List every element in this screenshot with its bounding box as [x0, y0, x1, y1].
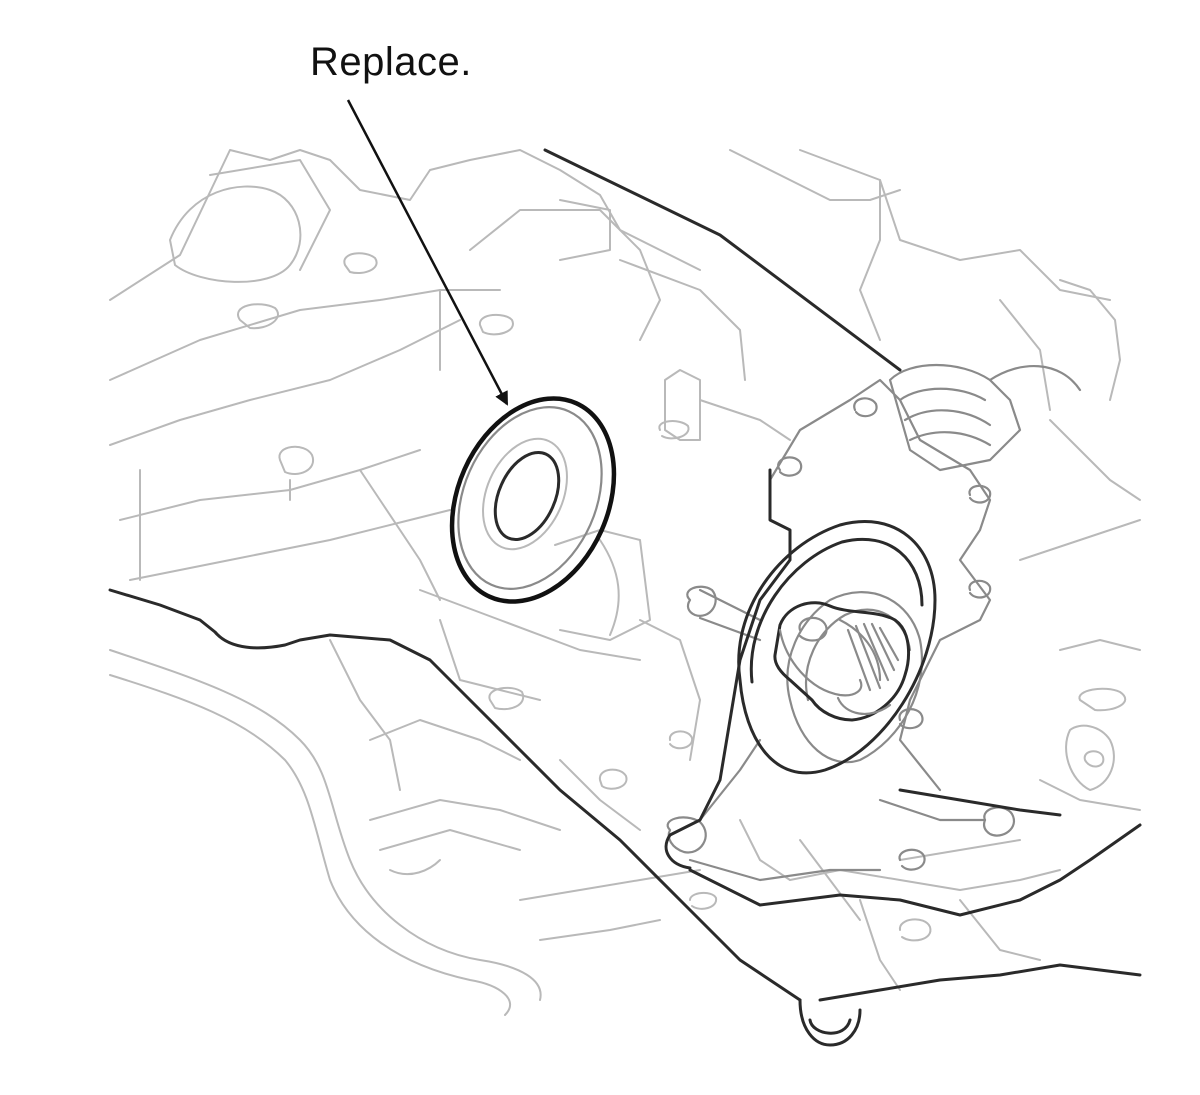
oil-seal-icon	[449, 396, 617, 604]
output-shaft	[773, 601, 910, 722]
engine-block-outline	[109, 149, 1141, 1016]
transmission-housing-detail	[666, 364, 1082, 882]
case-outline	[108, 148, 1142, 1047]
callout-leader-arrow	[346, 99, 509, 406]
replace-callout-label: Replace.	[310, 40, 472, 84]
